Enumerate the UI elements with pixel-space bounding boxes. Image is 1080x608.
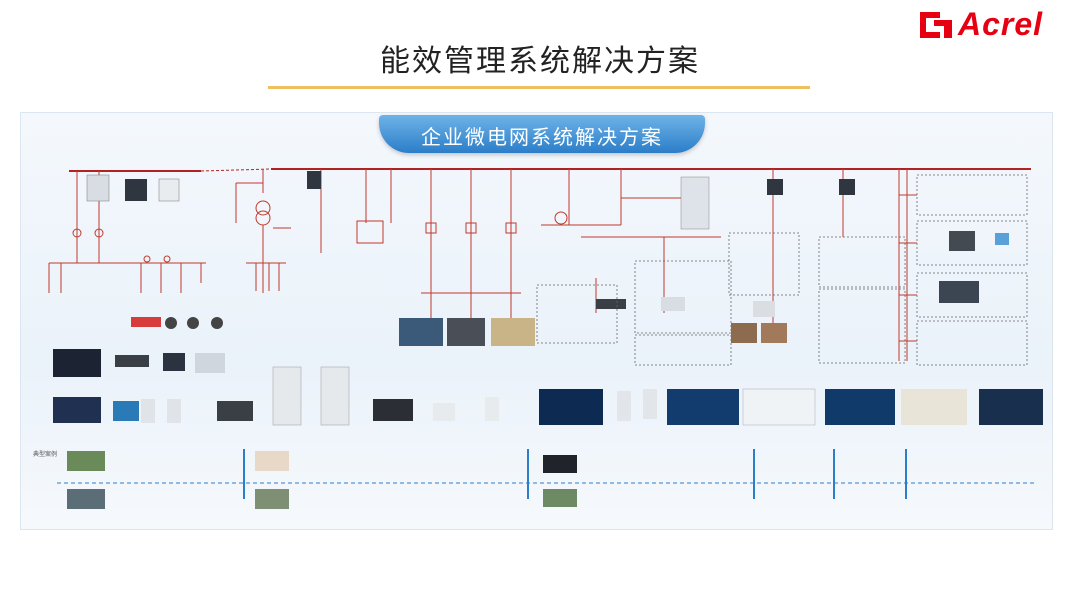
acrel-logo-icon — [920, 12, 952, 38]
typical-cases-label: 典型案例 — [33, 451, 58, 458]
page-title: 能效管理系统解决方案 — [380, 44, 700, 79]
diagram-banner: 企业微电网系统解决方案 — [379, 115, 705, 153]
solution-diagram-panel: 企业微电网系统解决方案 典型案例 — [20, 112, 1053, 530]
logo-text: Acrel — [958, 6, 1044, 42]
title-underline — [268, 86, 810, 89]
brand-logo: Acrel — [912, 4, 1078, 44]
single-line-diagram — [48, 168, 1043, 509]
banner-title: 企业微电网系统解决方案 — [421, 125, 663, 149]
